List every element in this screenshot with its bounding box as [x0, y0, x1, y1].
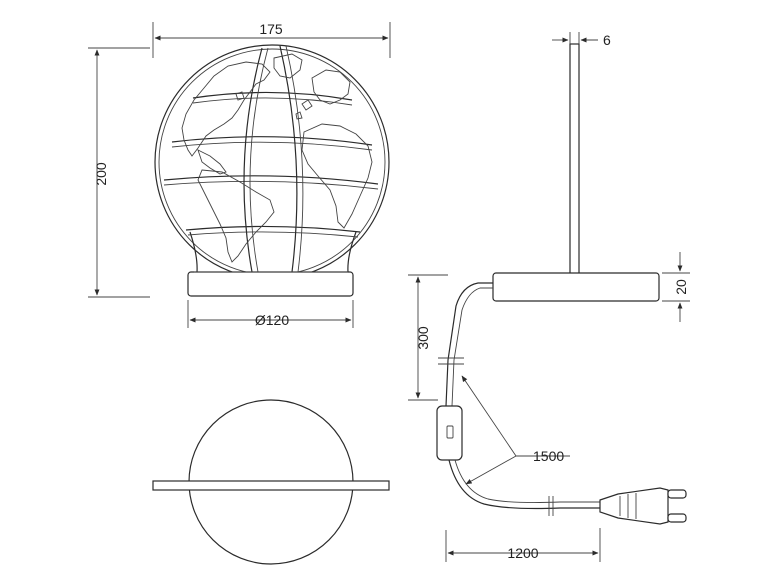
islands-shape	[235, 91, 313, 120]
side-view-dimensions: 6 20 300 1500 1200	[408, 32, 690, 562]
dimension-cord-plug: 1200	[507, 545, 538, 561]
dimension-width-top: 175	[259, 21, 283, 37]
power-cord-upper-b	[451, 287, 493, 407]
south-america-shape	[197, 169, 275, 263]
side-view	[436, 43, 687, 525]
power-plug-body	[599, 487, 669, 525]
front-view	[154, 44, 390, 297]
globe-outline	[154, 44, 390, 280]
north-america-shape	[181, 61, 271, 157]
power-cord-lower	[448, 459, 600, 510]
side-view-stem	[569, 43, 580, 275]
plug-pin-upper	[667, 489, 687, 499]
globe-left-support	[189, 231, 198, 273]
dimension-base-diameter: Ø120	[255, 312, 289, 328]
power-cord-lower-b	[454, 459, 600, 504]
africa-shape	[301, 123, 373, 229]
top-view	[152, 399, 390, 565]
globe-right-support	[347, 231, 357, 273]
top-view-globe-ring	[152, 480, 390, 491]
continents	[181, 53, 373, 263]
meridian-bands	[243, 45, 304, 273]
dimension-stem-thickness: 6	[603, 32, 611, 48]
dimension-cord-switch: 300	[415, 326, 431, 350]
greenland-shape	[273, 53, 303, 79]
dimension-base-height: 20	[673, 279, 689, 295]
front-view-dimensions: 175 200 Ø120	[88, 21, 391, 328]
dimension-cord-total: 1500	[533, 448, 564, 464]
plug-pin-lower	[667, 513, 687, 523]
power-cord-upper	[445, 282, 493, 407]
lamp-base-front	[187, 271, 354, 297]
switch-button	[446, 425, 454, 439]
inline-switch	[436, 405, 463, 461]
dimension-height-left: 200	[93, 162, 109, 186]
europe-shape	[311, 69, 351, 105]
side-view-base	[492, 272, 660, 302]
